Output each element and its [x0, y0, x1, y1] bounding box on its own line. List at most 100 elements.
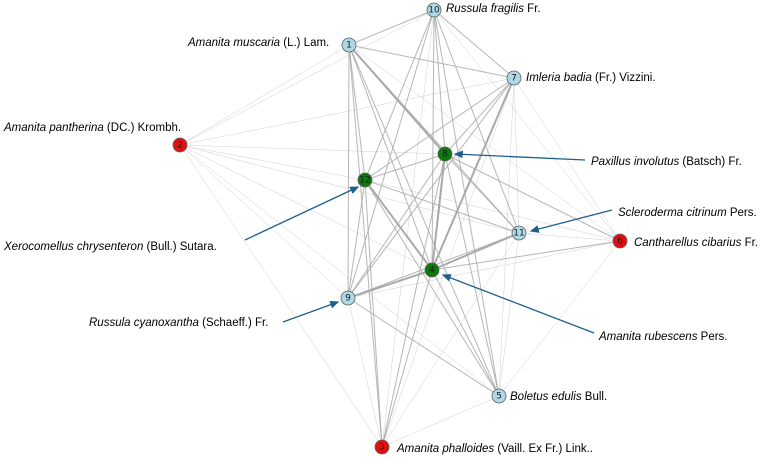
node-6: 6: [612, 233, 628, 249]
edge-1-10: [348, 9, 435, 46]
edge-2-9: [179, 144, 349, 299]
edge-4-7: [431, 77, 515, 271]
edge-3-12: [364, 179, 383, 448]
edge-1-7: [348, 44, 515, 79]
node-number-4: 4: [429, 266, 435, 276]
node-8: 8: [437, 146, 453, 162]
edge-9-10: [347, 9, 435, 299]
node-2: 2: [172, 137, 188, 153]
edge-2-3: [179, 144, 383, 448]
node-circle-1: [341, 37, 357, 53]
label-node-4: Amanita rubescens Pers.: [598, 331, 728, 343]
edge-1-9: [347, 44, 350, 299]
node-circle-8: [437, 146, 453, 162]
edge-2-4: [179, 144, 433, 271]
edge-7-8: [444, 77, 515, 155]
node-number-3: 3: [379, 443, 385, 453]
node-number-8: 8: [442, 150, 448, 160]
edge-9-12: [347, 179, 366, 299]
edge-3-5: [381, 395, 500, 448]
edge-4-6: [431, 240, 621, 271]
edge-11-12: [364, 179, 520, 234]
edge-3-11: [381, 232, 520, 448]
edges-layer: [179, 9, 621, 448]
edge-1-2: [179, 44, 350, 146]
node-3: 3: [374, 439, 390, 455]
edge-1-11: [348, 44, 520, 234]
arrow-to-node-8: [453, 150, 586, 161]
node-4: 4: [424, 262, 440, 278]
edge-3-9: [347, 297, 383, 448]
callout-arrows: [244, 150, 613, 334]
edge-1-12: [348, 44, 366, 181]
node-10: 10: [426, 2, 442, 18]
arrow-to-node-9: [282, 301, 340, 323]
edge-4-5: [431, 269, 500, 397]
edge-7-10: [433, 9, 515, 79]
edge-5-6: [498, 240, 621, 397]
edge-5-7: [498, 77, 515, 397]
label-node-1: Amanita muscaria (L.) Lam.: [187, 37, 329, 49]
node-9: 9: [340, 290, 356, 306]
edge-10-11: [433, 9, 520, 234]
edge-1-3: [348, 44, 383, 448]
edge-8-9: [347, 153, 446, 299]
arrow-to-node-4: [441, 274, 595, 334]
edge-6-8: [444, 153, 621, 242]
label-node-9: Russula cyanoxantha (Schaeff.) Fr.: [89, 317, 268, 329]
edge-5-10: [433, 9, 500, 397]
edge-5-8: [444, 153, 500, 397]
edge-1-4: [348, 44, 433, 271]
node-circle-11: [511, 225, 527, 241]
node-circle-2: [172, 137, 188, 153]
labels-layer: Russula fragilis Fr. Amanita muscaria (L…: [3, 3, 758, 455]
label-node-8: Paxillus involutus (Batsch) Fr.: [591, 156, 742, 168]
label-node-5: Boletus edulis Bull.: [510, 391, 607, 403]
edge-3-4: [381, 269, 433, 448]
label-node-12: Xerocomellus chrysenteron (Bull.) Sutara…: [3, 241, 217, 253]
node-circle-9: [340, 290, 356, 306]
node-circle-5: [491, 388, 507, 404]
edge-2-8: [179, 144, 446, 155]
node-number-11: 11: [513, 229, 524, 239]
node-5: 5: [491, 388, 507, 404]
edge-7-9: [347, 77, 515, 299]
node-7: 7: [506, 70, 522, 86]
edge-2-12: [179, 144, 366, 181]
edge-5-9: [347, 297, 500, 397]
label-node-10: Russula fragilis Fr.: [446, 3, 541, 15]
edge-4-10: [431, 9, 435, 271]
node-number-2: 2: [177, 141, 183, 151]
arrow-to-node-11: [529, 209, 613, 233]
edge-7-11: [513, 77, 520, 234]
node-circle-10: [426, 2, 442, 18]
edge-10-12: [364, 9, 435, 181]
node-number-6: 6: [617, 237, 623, 247]
label-node-6: Cantharellus cibarius Fr.: [634, 237, 758, 249]
node-number-5: 5: [496, 392, 502, 402]
edge-8-12: [364, 153, 446, 181]
label-node-2: Amanita pantherina (DC.) Krombh.: [3, 122, 181, 134]
edge-2-5: [179, 144, 500, 397]
edge-3-10: [381, 9, 435, 448]
edge-4-8: [431, 153, 446, 271]
edge-5-11: [498, 232, 520, 397]
edge-2-11: [179, 144, 520, 234]
edge-4-12: [364, 179, 433, 271]
node-12: 12: [357, 172, 373, 188]
node-number-10: 10: [428, 6, 440, 16]
edge-8-11: [444, 153, 520, 234]
node-number-9: 9: [345, 294, 351, 304]
node-circle-4: [424, 262, 440, 278]
label-node-11: Scleroderma citrinum Pers.: [618, 207, 757, 219]
node-number-12: 12: [359, 176, 370, 186]
edge-6-11: [518, 232, 621, 242]
node-circle-12: [357, 172, 373, 188]
node-11: 11: [511, 225, 527, 241]
edge-2-7: [179, 77, 515, 146]
label-node-3: Amanita phalloides (Vaill. Ex Fr.) Link.…: [396, 443, 593, 455]
edge-6-12: [364, 179, 621, 242]
edge-6-10: [433, 9, 621, 242]
